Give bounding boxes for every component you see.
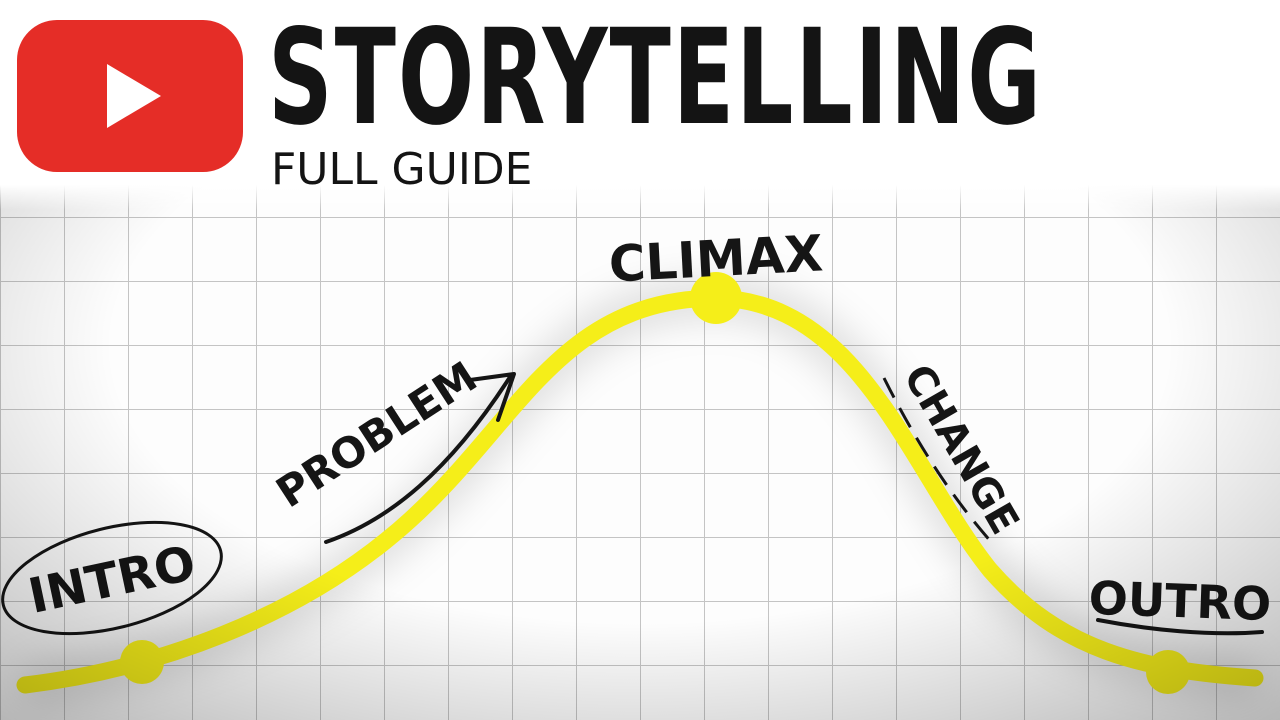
change-dashed-line: [882, 377, 995, 545]
outro-point: [1146, 650, 1190, 694]
outro-underline: [1096, 618, 1264, 636]
outro-label-group: OUTRO: [1088, 571, 1272, 636]
climax-point: [690, 272, 742, 324]
intro-point: [120, 640, 164, 684]
page-title: STORYTELLING: [268, 1, 1043, 155]
problem-arrowhead-icon: [468, 372, 516, 422]
problem-arrow: [324, 375, 512, 544]
climax-label: CLIMAX: [607, 224, 824, 293]
intro-circle: [1, 520, 223, 636]
outro-label: OUTRO: [1088, 571, 1272, 631]
youtube-play-icon: [17, 20, 243, 172]
header: STORYTELLING FULL GUIDE: [0, 0, 1280, 210]
page-subtitle: FULL GUIDE: [271, 144, 533, 195]
